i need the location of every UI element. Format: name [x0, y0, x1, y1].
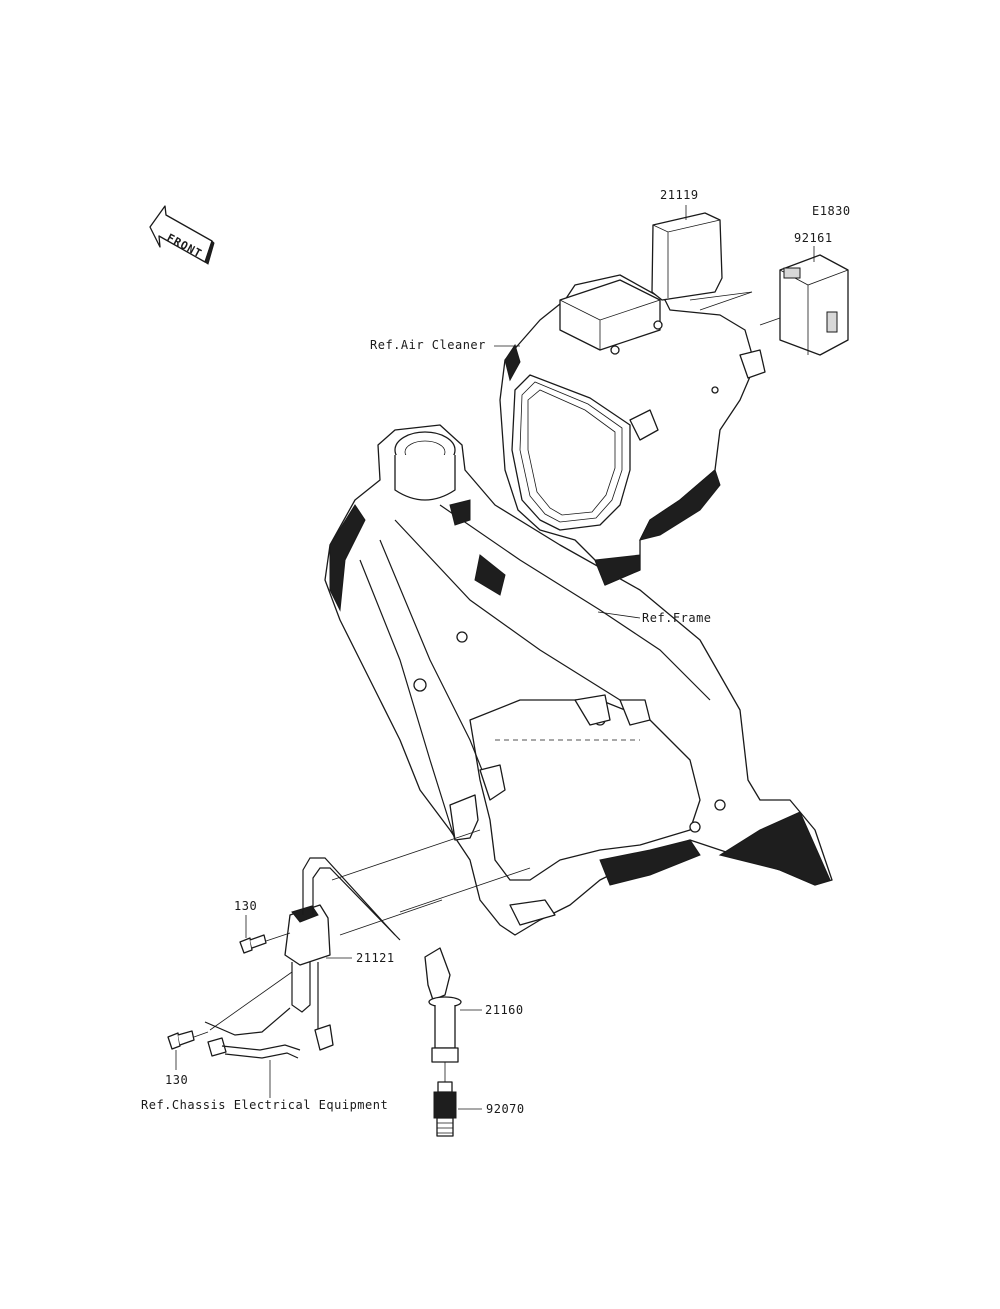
callout-130-bottom: 130	[165, 1073, 189, 1087]
air-cleaner-illustration	[499, 274, 766, 586]
part-92070-spark-plug	[433, 1081, 457, 1137]
callout-92161: 92161	[794, 231, 833, 245]
callout-21160: 21160	[485, 1003, 524, 1017]
part-21119-module	[651, 212, 723, 301]
callout-21121: 21121	[356, 951, 395, 965]
part-21160-plug-cap	[424, 947, 462, 1063]
callout-92070: 92070	[486, 1102, 525, 1116]
callout-ref-frame: Ref.Frame	[642, 611, 712, 625]
frame-illustration	[324, 424, 833, 936]
assembly-guide-lines	[193, 291, 781, 1082]
callout-21119: 21119	[660, 188, 699, 202]
callout-130-top: 130	[234, 899, 258, 913]
callout-ref-chassis-electrical: Ref.Chassis Electrical Equipment	[141, 1098, 389, 1112]
callout-ref-air-cleaner: Ref.Air Cleaner	[370, 338, 486, 352]
front-arrow-icon: FRONT	[149, 205, 215, 265]
part-92161-bracket	[779, 254, 849, 356]
diagram-code: E1830	[812, 204, 851, 218]
leader-lines	[175, 205, 815, 1110]
part-130-bolt-top	[239, 934, 267, 954]
part-130-bolt-bottom	[167, 1030, 195, 1050]
part-21121-ignition-coil	[284, 857, 401, 1051]
chassis-harness-illustration	[204, 1007, 301, 1059]
